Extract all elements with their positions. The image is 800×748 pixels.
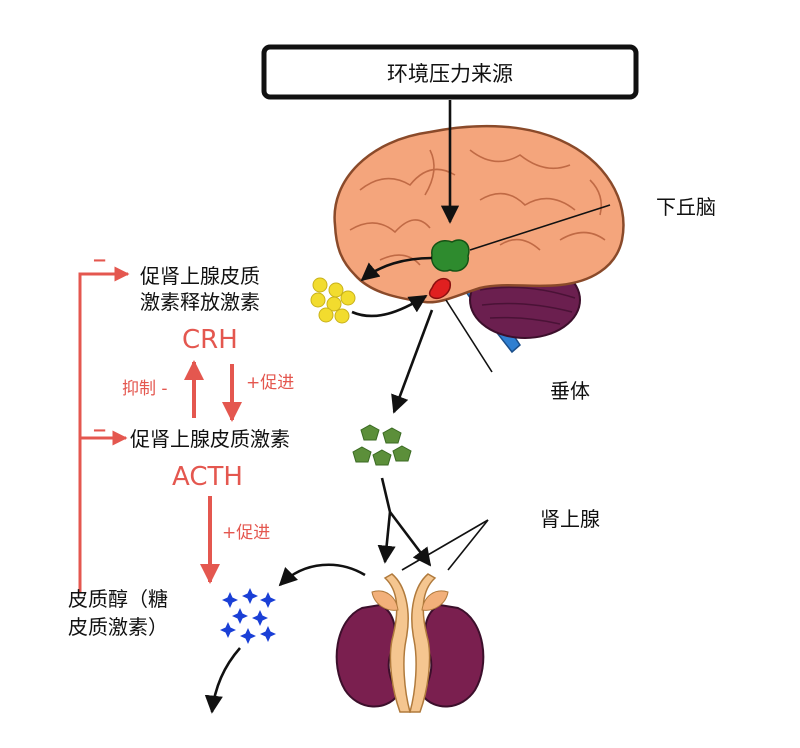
arrow-cortisol-out	[204, 647, 241, 714]
pointer-adrenal-left	[401, 519, 489, 571]
feedback-loop	[78, 266, 242, 592]
arrow-crh-to-pituitary	[351, 294, 428, 318]
right-adrenal-gland	[409, 573, 437, 713]
crh-label-line1: 促肾上腺皮质	[140, 264, 260, 288]
brain-illustration	[333, 124, 625, 354]
pointer-hypothalamus	[469, 204, 611, 251]
pituitary-label: 垂体	[550, 379, 590, 403]
cortisol-label-line2: 皮质激素）	[68, 615, 168, 639]
hypothalamus-label: 下丘脑	[656, 195, 716, 219]
black-arrows	[204, 100, 611, 714]
pointer-adrenal-right	[447, 519, 489, 571]
arrow-acth-down	[380, 477, 392, 513]
minus-sign-crh: −	[92, 250, 107, 271]
right-kidney-adrenal	[409, 573, 485, 713]
minus-sign-acth: −	[92, 420, 107, 441]
stress-source-label: 环境压力来源	[387, 62, 513, 86]
acth-label-cn: 促肾上腺皮质激素	[130, 427, 290, 451]
hypothalamus	[431, 239, 470, 272]
promote-label-2: +促进	[222, 523, 270, 543]
arrow-to-left-adrenal	[377, 511, 396, 564]
feedback-line-outer	[78, 266, 130, 592]
acth-molecules	[352, 424, 412, 466]
arrow-pituitary-to-acth	[391, 309, 434, 414]
arrow-hypothalamus-to-crh	[360, 256, 433, 282]
crh-abbr: CRH	[182, 325, 238, 355]
pituitary	[428, 277, 451, 300]
arrow-adrenal-to-cortisol	[278, 563, 366, 587]
crh-molecules	[310, 277, 356, 324]
adrenal-label: 肾上腺	[540, 507, 600, 531]
stress-source-box: 环境压力来源	[261, 44, 639, 100]
cortisol-molecules	[220, 588, 276, 644]
left-kidney-adrenal	[335, 573, 411, 713]
cerebrum	[333, 124, 625, 304]
right-kidney	[420, 603, 485, 708]
inhibit-label: 抑制 -	[122, 379, 168, 399]
crh-label-line2: 激素释放激素	[140, 290, 260, 314]
left-kidney	[335, 603, 400, 708]
pointer-pituitary	[445, 299, 493, 373]
cortisol-label-line1: 皮质醇（糖	[68, 587, 168, 611]
acth-abbr: ACTH	[172, 462, 243, 492]
promote-label-1: +促进	[246, 373, 294, 393]
arrow-to-right-adrenal	[388, 511, 432, 567]
